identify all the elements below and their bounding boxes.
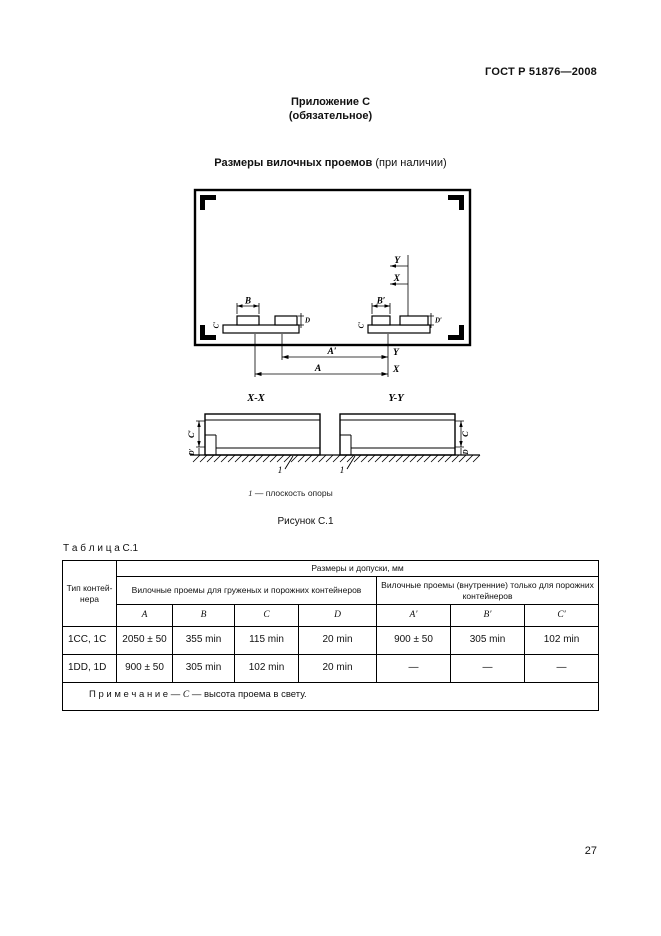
table-note: П р и м е ч а н и е — С — высота проема … xyxy=(61,682,600,711)
col-header-b-prime: B′ xyxy=(450,604,525,627)
col-header-c: C xyxy=(234,604,299,627)
label-d-prime-section: D′ xyxy=(188,448,196,456)
ground-plane xyxy=(190,454,481,470)
cell-a: 900 ± 50 xyxy=(116,654,173,683)
label-d: D xyxy=(304,317,310,325)
cell-c: 102 min xyxy=(234,654,299,683)
section-title-bold: Размеры вилочных проемов xyxy=(214,157,373,169)
figure-labels: B B′ D D′ C′ C′ Y X A′ A Y X X-X Y-Y C′ … xyxy=(186,256,470,476)
page-number: 27 xyxy=(584,845,597,857)
label-section-yy: Y-Y xyxy=(388,393,405,404)
appendix-heading: Приложение С (обязательное) xyxy=(0,95,661,123)
figure-legend: 1 — плоскость опоры xyxy=(0,488,581,498)
label-y-top: Y xyxy=(394,256,401,266)
plan-view-outline xyxy=(193,188,472,347)
label-d-prime: D′ xyxy=(434,317,442,325)
document-code: ГОСТ Р 51876—2008 xyxy=(485,66,597,78)
cell-a-prime: 900 ± 50 xyxy=(376,626,451,655)
label-a-prime: A′ xyxy=(326,347,336,357)
col-header-b: B xyxy=(172,604,235,627)
label-support-plane-1-right: 1 xyxy=(340,466,345,476)
table-note-row: П р и м е ч а н и е — С — высота проема … xyxy=(61,682,600,711)
col-group-loaded: Вилочные проемы для груженых и порожних … xyxy=(116,576,377,605)
cell-c: 115 min xyxy=(234,626,299,655)
cell-container-type: 1DD, 1D xyxy=(62,654,117,683)
col-header-container-type: Тип контей- нера xyxy=(62,560,117,627)
cell-c-prime: 102 min xyxy=(523,626,600,655)
label-y-bottom: Y xyxy=(393,348,400,358)
fork-pockets-plan xyxy=(222,315,431,334)
appendix-title: Приложение С xyxy=(290,96,371,108)
section-inner-lines xyxy=(205,419,455,455)
dimension-arrows xyxy=(197,264,463,447)
table-row: 1CC, 1C 2050 ± 50 355 min 115 min 20 min… xyxy=(62,626,600,655)
table-header-row-letters: A B C D A′ B′ C′ xyxy=(63,604,600,627)
col-header-d: D xyxy=(298,604,377,627)
note-text: — высота проема в свету. xyxy=(189,689,307,700)
label-c-prime-plan-left: C′ xyxy=(213,322,221,329)
table-c1: Тип контей- нера Размеры и допуски, мм В… xyxy=(61,560,600,711)
label-section-xx: X-X xyxy=(246,393,266,404)
col-header-a-prime: A′ xyxy=(376,604,451,627)
cell-c-prime: — xyxy=(523,654,600,683)
cell-container-type: 1CC, 1C xyxy=(62,626,117,655)
cell-d: 20 min xyxy=(298,654,377,683)
corner-fittings xyxy=(200,195,464,340)
label-c-prime-plan-right: C′ xyxy=(358,322,366,329)
section-title-rest: (при наличии) xyxy=(372,157,447,169)
table-caption: Т а б л и ц а С.1 xyxy=(63,543,139,554)
col-header-dimensions: Размеры и допуски, мм xyxy=(115,560,600,577)
label-a: A xyxy=(314,364,321,374)
figure-caption: Рисунок С.1 xyxy=(277,516,334,527)
table-header-row-2: Вилочные проемы для груженых и порожних … xyxy=(63,576,600,605)
figure-c1-drawing: B B′ D D′ C′ C′ Y X A′ A Y X X-X Y-Y C′ … xyxy=(186,188,481,476)
label-b-prime: B′ xyxy=(376,296,386,306)
label-c-section: C xyxy=(460,431,470,437)
section-title: Размеры вилочных проемов (при наличии) xyxy=(0,157,661,169)
dimension-lines xyxy=(196,255,464,456)
label-d-section: D xyxy=(462,449,470,455)
label-b: B xyxy=(244,296,251,306)
appendix-subtitle: (обязательное) xyxy=(288,110,373,122)
legend-text: — плоскость опоры xyxy=(252,488,333,498)
note-label: П р и м е ч а н и е — xyxy=(89,689,183,700)
cell-a-prime: — xyxy=(376,654,451,683)
cell-b: 305 min xyxy=(172,654,235,683)
label-support-plane-1-left: 1 xyxy=(278,466,283,476)
col-header-c-prime: C′ xyxy=(523,604,600,627)
note-variable: С xyxy=(182,690,190,700)
cell-b: 355 min xyxy=(172,626,235,655)
label-x-bottom: X xyxy=(392,365,400,375)
table-row: 1DD, 1D 900 ± 50 305 min 102 min 20 min … xyxy=(62,654,600,683)
cell-d: 20 min xyxy=(298,626,377,655)
legend-number: 1 xyxy=(248,488,253,498)
label-x-top: X xyxy=(393,274,401,284)
col-header-a: A xyxy=(116,604,173,627)
label-c-prime-section: C′ xyxy=(186,430,196,438)
cell-b-prime: 305 min xyxy=(450,626,525,655)
cell-a: 2050 ± 50 xyxy=(116,626,173,655)
table-header-row-1: Тип контей- нера Размеры и допуски, мм xyxy=(62,560,600,627)
col-group-empty: Вилочные проемы (внутренние) только для … xyxy=(375,576,600,605)
cell-b-prime: — xyxy=(450,654,525,683)
